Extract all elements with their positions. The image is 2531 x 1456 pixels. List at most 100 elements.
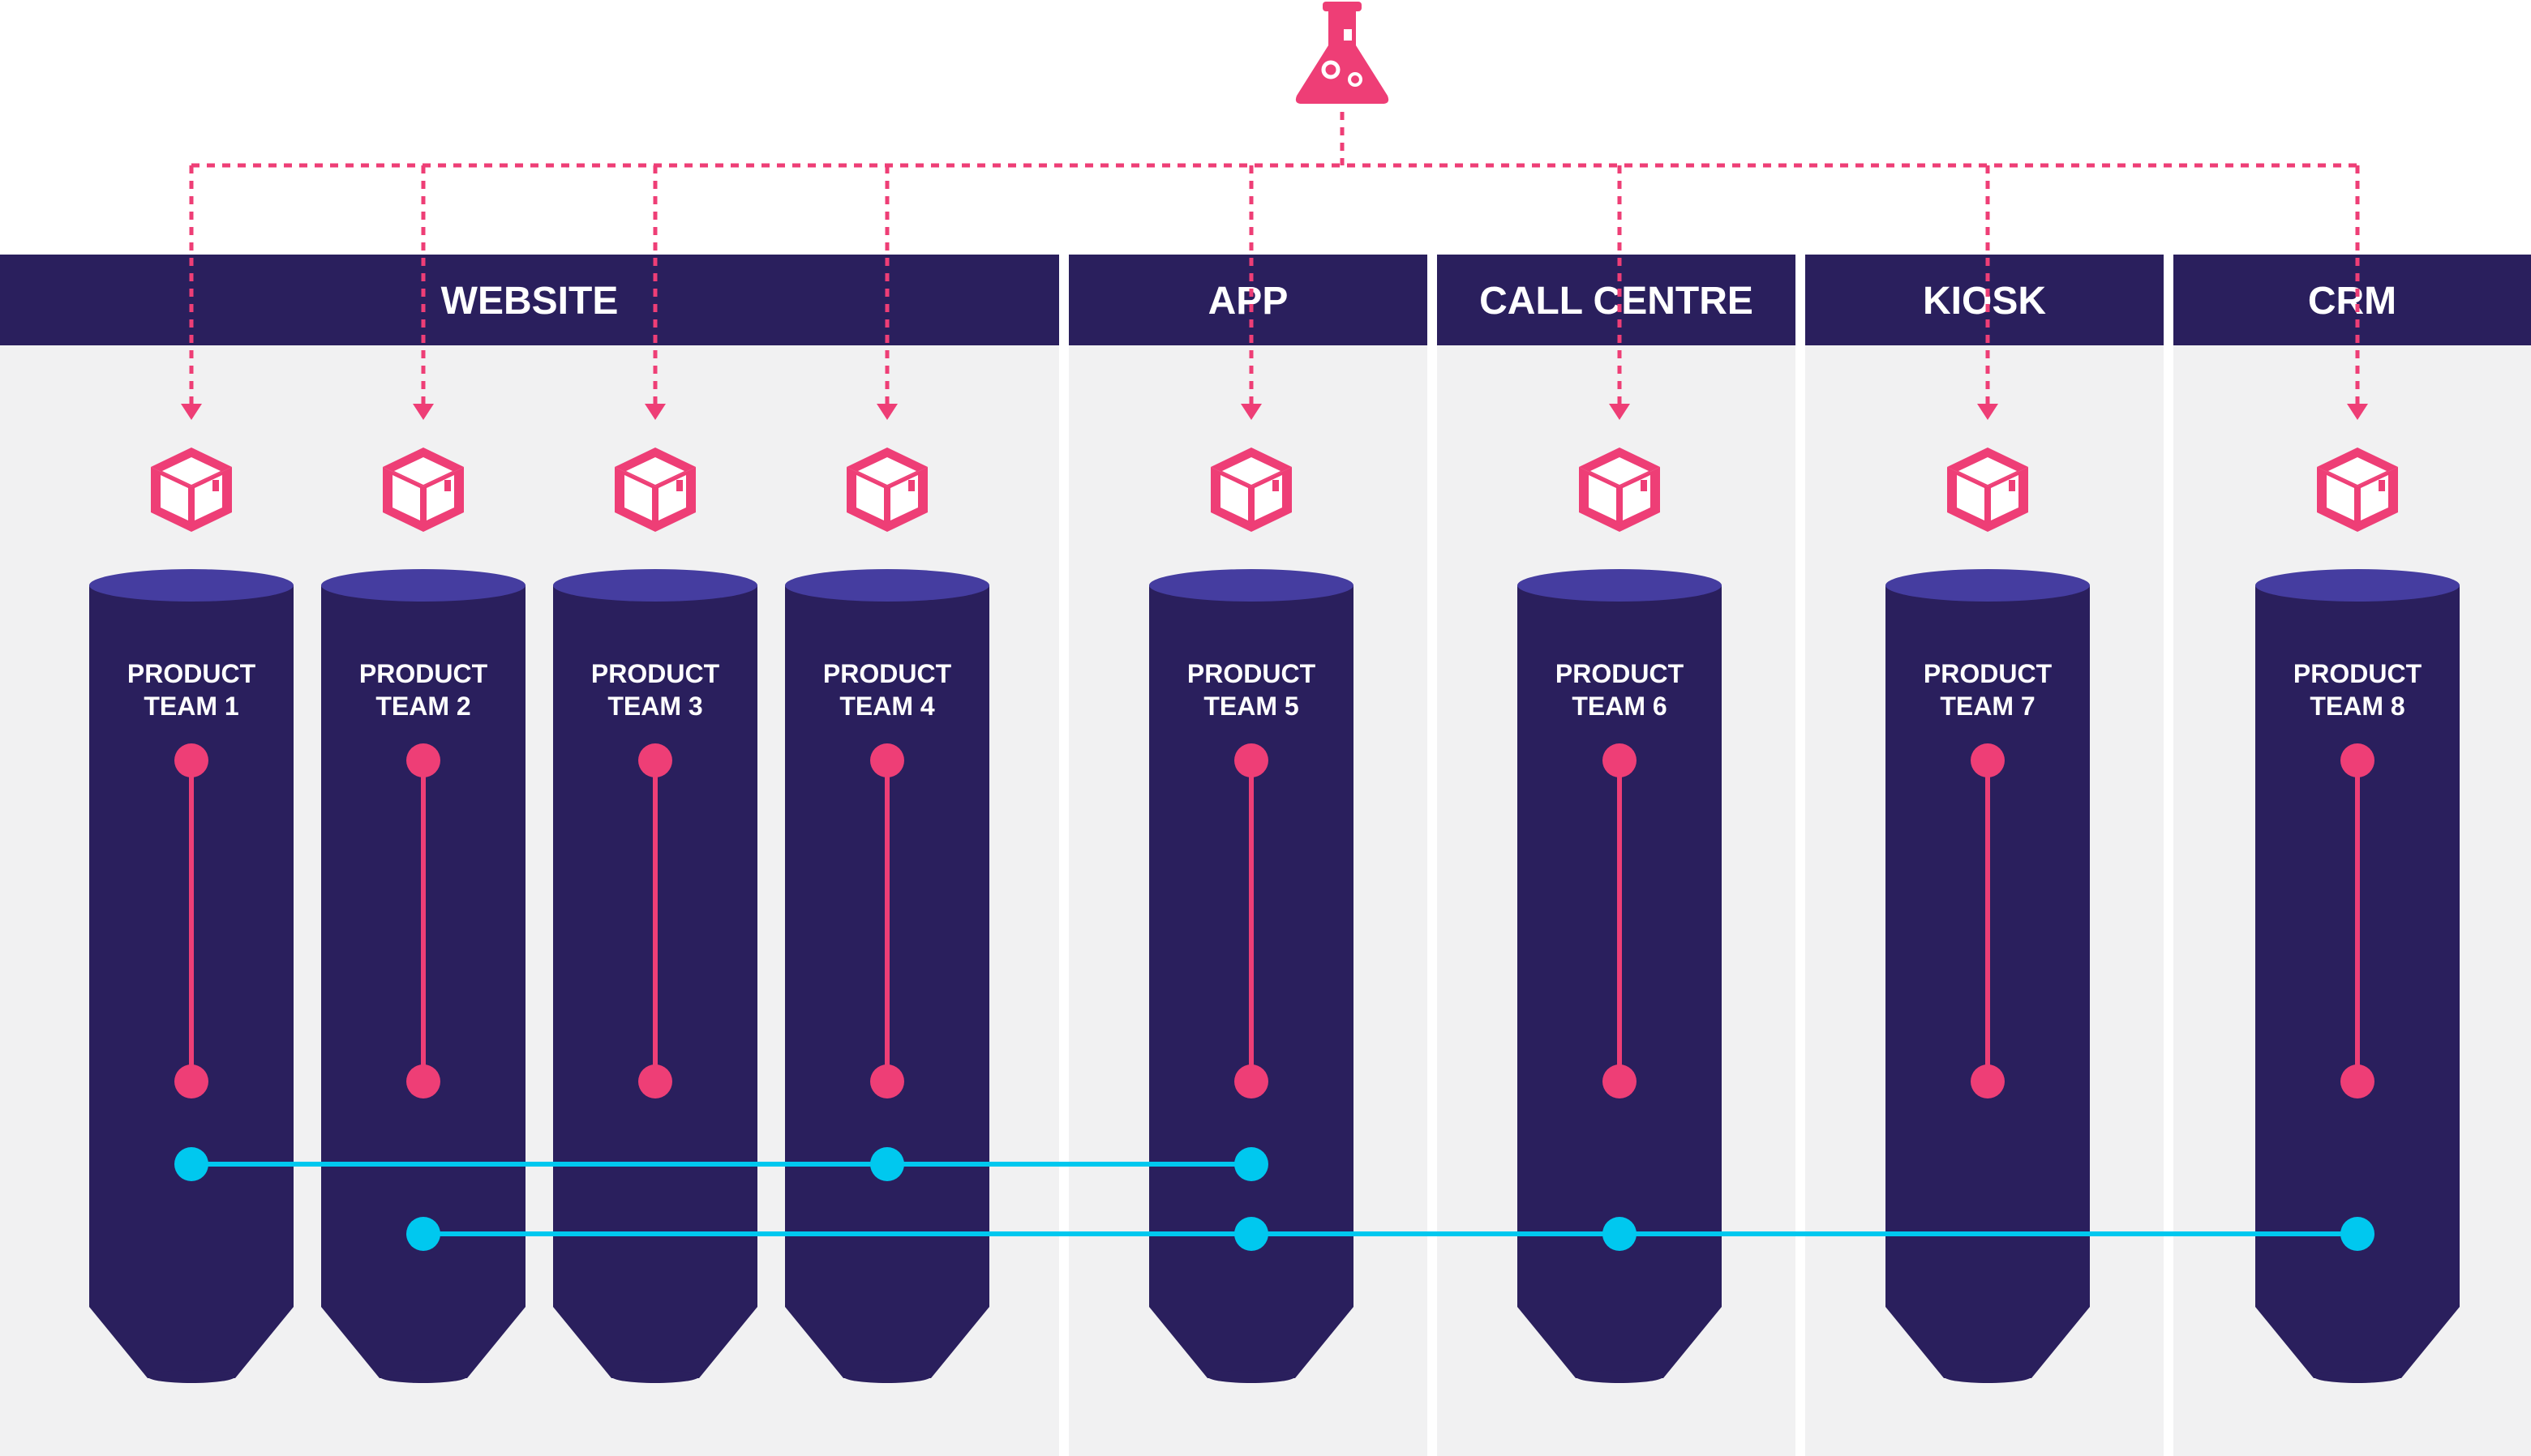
box-top-face [162,457,221,485]
team-label-line2: TEAM 3 [607,692,702,721]
connector-arrow-team-3 [645,404,666,420]
connector-arrow-team-4 [877,404,898,420]
box-label [676,480,683,491]
team-label-line2: TEAM 5 [1203,692,1298,721]
timeline-start-dot [638,743,672,777]
silo-cap [89,569,294,602]
product-box-icon [615,448,696,532]
team-label-line1: PRODUCT [1555,659,1684,688]
team-label-line2: TEAM 2 [375,692,470,721]
box-left-face [1589,475,1616,520]
cross-team-link-dot [2340,1217,2374,1251]
cross-team-link-2 [406,1217,2374,1251]
flask-rim [1323,2,1362,11]
product-box-icon [1947,448,2028,532]
team-label-line1: PRODUCT [1924,659,2053,688]
channel-label-kiosk: KIOSK [1923,280,2046,323]
cross-team-link-1 [174,1147,1268,1181]
silo-base [380,1370,467,1383]
box-label [2379,480,2385,491]
product-box-icon [1579,448,1660,532]
team-label-line2: TEAM 4 [839,692,935,721]
channel-header-crm [2173,255,2531,345]
silo-cap [1149,569,1353,602]
timeline-end-dot [638,1064,672,1098]
channel-header-kiosk [1805,255,2164,345]
cross-team-link-dot [1602,1217,1637,1251]
box-label [212,480,219,491]
team-label-line2: TEAM 1 [144,692,238,721]
connector-arrow-team-5 [1241,404,1262,420]
timeline-start-dot [406,743,440,777]
connector-arrow-team-2 [413,404,434,420]
flask-body [1295,11,1389,104]
flask-tick [1344,29,1352,41]
silo-cap [1517,569,1722,602]
product-box-icon [151,448,232,532]
silo-cap [2255,569,2460,602]
silo-base [1208,1370,1295,1383]
silo-cap [1885,569,2090,602]
box-label [444,480,451,491]
team-label-line1: PRODUCT [1187,659,1316,688]
product-box-icon [1211,448,1292,532]
timeline-end-dot [174,1064,208,1098]
connector-arrow-team-7 [1977,404,1998,420]
silo-cap [321,569,526,602]
connector-arrow-team-6 [1609,404,1630,420]
connector-arrow-team-1 [181,404,202,420]
timeline-start-dot [1602,743,1637,777]
box-label [1272,480,1279,491]
timeline-end-dot [2340,1064,2374,1098]
product-team-silo: PRODUCT TEAM 3 [553,569,757,1383]
timeline-end-dot [870,1064,904,1098]
timeline-start-dot [870,743,904,777]
box-left-face [1220,475,1248,520]
product-team-silo: PRODUCT TEAM 6 [1517,569,1722,1383]
silo-base [1576,1370,1663,1383]
cross-team-link-dot [406,1217,440,1251]
silo-base [2314,1370,2401,1383]
box-left-face [1957,475,1984,520]
timeline-start-dot [1234,743,1268,777]
box-top-face [1222,457,1281,485]
product-team-silo: PRODUCT TEAM 4 [785,569,989,1383]
team-label-line2: TEAM 6 [1572,692,1667,721]
box-top-face [626,457,684,485]
box-top-face [2328,457,2387,485]
box-label [908,480,915,491]
product-box-icon [2317,448,2398,532]
timeline-end-dot [1971,1064,2005,1098]
box-left-face [2327,475,2354,520]
silo-base [1944,1370,2031,1383]
team-label-line1: PRODUCT [2293,659,2422,688]
channel-label-website: WEBSITE [441,280,619,323]
timeline-start-dot [1971,743,2005,777]
team-label-line1: PRODUCT [127,659,256,688]
channel-header-app [1069,255,1427,345]
cross-team-link-dot [1234,1147,1268,1181]
timeline-end-dot [1602,1064,1637,1098]
product-box-icon [847,448,928,532]
box-top-face [1958,457,2017,485]
channel-label-crm: CRM [2308,280,2396,323]
box-left-face [161,475,188,520]
box-top-face [858,457,916,485]
cross-team-link-dot [174,1147,208,1181]
flask-bubble-small [1348,72,1362,87]
team-label-line1: PRODUCT [591,659,720,688]
timeline-start-dot [2340,743,2374,777]
silo-base [843,1370,931,1383]
timeline-end-dot [1234,1064,1268,1098]
silo-cap [785,569,989,602]
team-label-line1: PRODUCT [823,659,952,688]
box-left-face [393,475,420,520]
box-top-face [394,457,453,485]
silo-base [611,1370,699,1383]
box-label [1641,480,1647,491]
channel-label-call-centre: CALL CENTRE [1479,280,1753,323]
box-left-face [624,475,652,520]
